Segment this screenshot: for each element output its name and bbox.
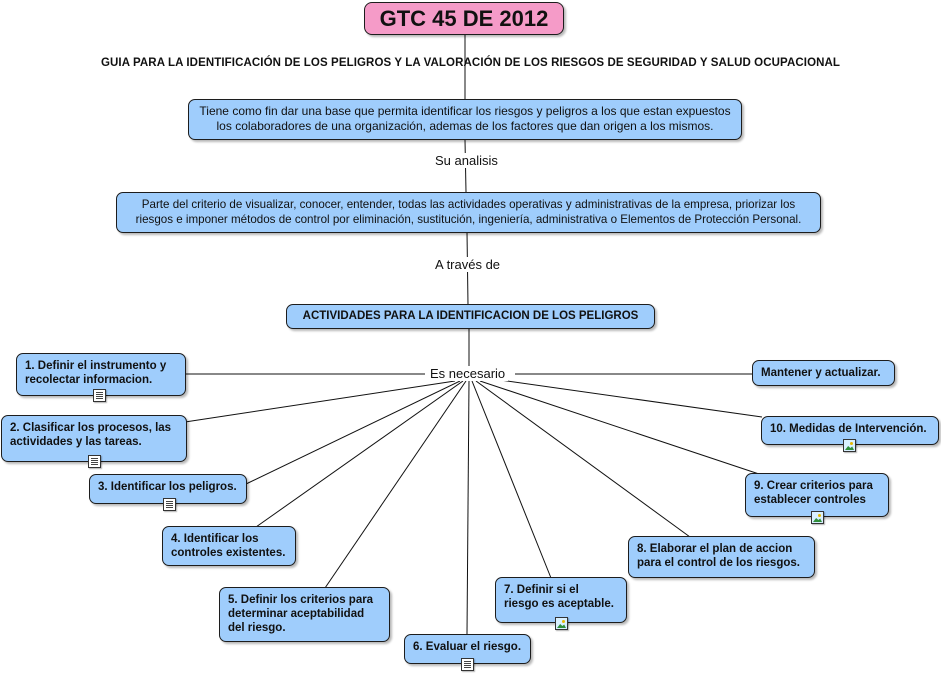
activities-node[interactable]: ACTIVIDADES PARA LA IDENTIFICACION DE LO… [286,304,655,329]
purpose-node[interactable]: Tiene como fin dar una base que permita … [188,99,742,140]
criteria-node[interactable]: Parte del criterio de visualizar, conoce… [116,192,821,233]
connector-hub-step-2 [184,380,456,423]
document-icon[interactable] [461,658,474,671]
connector-hub-step-8 [475,380,691,538]
map-subtitle: GUIA PARA LA IDENTIFICACIÓN DE LOS PELIG… [100,57,841,69]
link-label-analysis: Su analisis [432,153,501,168]
link-label-through: A través de [432,257,504,272]
step-9-node[interactable]: 9. Crear criterios para establecer contr… [745,473,889,517]
image-icon[interactable] [555,617,568,630]
step-8-node[interactable]: 8. Elaborar el plan de accion para el co… [628,536,815,578]
connector-hub-step-5 [324,380,467,589]
step-6-line-1: 6. Evaluar el riesgo. [413,641,522,653]
step-8-line-1: 8. Elaborar el plan de accion [637,543,793,555]
step-1-line-1: 1. Definir el instrumento y [25,360,167,372]
link-label-necessary: Es necesario [427,366,509,381]
connector-hub-step-10 [499,379,763,418]
connector-hub-step-9 [479,380,763,476]
maintain-node[interactable]: Mantener y actualizar. [752,360,895,386]
step-6-node[interactable]: 6. Evaluar el riesgo. [404,634,531,664]
step-9-line-1: 9. Crear criterios para [754,480,873,492]
purpose-line-2: los colaboradores de una organización, a… [216,119,714,133]
step-7-line-1: 7. Definir si el [504,584,579,596]
step-9-line-2: establecer controles [754,494,866,506]
image-icon[interactable] [843,439,856,452]
step-2-line-1: 2. Clasificar los procesos, las [10,422,172,434]
step-5-line-3: del riesgo. [228,622,286,634]
step-1-line-2: recolectar informacion. [25,374,153,386]
document-icon[interactable] [93,389,106,402]
document-icon[interactable] [88,455,101,468]
step-1-node[interactable]: 1. Definir el instrumento y recolectar i… [16,353,186,396]
step-10-line-1: 10. Medidas de Intervención. [770,423,927,435]
document-icon[interactable] [163,498,176,511]
criteria-line-2: riesgos e imponer métodos de control por… [135,213,802,226]
image-icon[interactable] [811,511,824,524]
map-title[interactable]: GTC 45 DE 2012 [364,2,564,35]
step-2-node[interactable]: 2. Clasificar los procesos, las activida… [1,415,187,462]
step-8-line-2: para el control de los riesgos. [637,557,800,569]
step-5-line-2: determinar aceptabilidad [228,608,365,620]
step-2-line-2: actividades y las tareas. [10,436,142,448]
step-7-line-2: riesgo es aceptable. [504,598,614,610]
step-7-node[interactable]: 7. Definir si el riesgo es aceptable. [495,577,627,623]
maintain-line-1: Mantener y actualizar. [761,367,881,379]
step-5-line-1: 5. Definir los criterios para [228,594,374,606]
criteria-line-1: Parte del criterio de visualizar, conoce… [141,198,796,211]
connector-hub-step-6 [466,380,470,635]
connector-hub-step-7 [471,380,552,579]
connector-hub-step-4 [255,380,464,528]
step-4-line-2: controles existentes. [171,547,286,559]
connector-hub-step-3 [245,380,461,485]
step-4-line-1: 4. Identificar los [171,533,259,545]
purpose-line-1: Tiene como fin dar una base que permita … [199,104,731,118]
step-3-line-1: 3. Identificar los peligros. [98,481,237,493]
step-4-node[interactable]: 4. Identificar los controles existentes. [162,526,296,566]
step-5-node[interactable]: 5. Definir los criterios para determinar… [219,587,390,642]
